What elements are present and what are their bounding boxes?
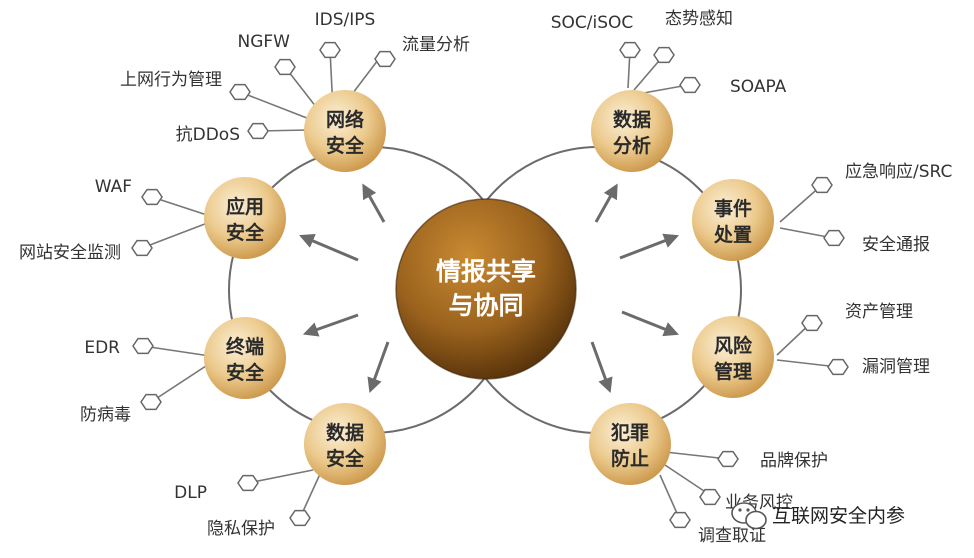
hexagon-icon bbox=[289, 509, 311, 527]
node-data-security-line2: 安全 bbox=[326, 447, 365, 470]
arrow-data-analysis bbox=[594, 183, 618, 223]
node-risk-management: 风险 管理 bbox=[692, 316, 774, 398]
node-crime-prevention: 犯罪 防止 bbox=[589, 403, 671, 485]
node-endpoint-security-line2: 安全 bbox=[226, 361, 265, 384]
hexagon-icon bbox=[237, 474, 259, 492]
label-forensics: 调查取证 bbox=[698, 526, 766, 546]
arrow-network bbox=[362, 183, 386, 223]
node-risk-management-line2: 管理 bbox=[714, 360, 752, 383]
hexagon-icon bbox=[801, 314, 823, 332]
arrow-app bbox=[299, 234, 359, 262]
label-asset-mgmt: 资产管理 bbox=[845, 302, 913, 322]
label-waf: WAF bbox=[95, 177, 132, 197]
label-soapa: SOAPA bbox=[730, 77, 787, 97]
label-traffic-analysis: 流量分析 bbox=[402, 35, 470, 55]
node-endpoint-security-line1: 终端 bbox=[226, 335, 264, 358]
label-ids-ips: IDS/IPS bbox=[315, 10, 376, 30]
node-data-security: 数据 安全 bbox=[304, 403, 386, 485]
label-dlp: DLP bbox=[174, 483, 207, 503]
hexagon-icon bbox=[811, 176, 833, 194]
hexagon-icon bbox=[823, 229, 845, 247]
arrow-crime bbox=[590, 341, 613, 394]
label-situation: 态势感知 bbox=[665, 9, 733, 29]
hexagon-icon bbox=[653, 46, 675, 64]
node-endpoint-security: 终端 安全 bbox=[204, 317, 286, 399]
center-title-line1: 情报共享 bbox=[436, 257, 536, 286]
hexagon-icons bbox=[131, 41, 849, 529]
label-anti-ddos: 抗DDoS bbox=[176, 125, 240, 145]
node-network-security-line1: 网络 bbox=[326, 108, 364, 131]
hexagon-icon bbox=[619, 41, 641, 59]
label-vuln-mgmt: 漏洞管理 bbox=[862, 357, 930, 377]
node-app-security: 应用 安全 bbox=[204, 177, 286, 259]
node-crime-prevention-line2: 防止 bbox=[611, 447, 649, 470]
label-site-monitor: 网站安全监测 bbox=[19, 243, 121, 263]
label-bulletin: 安全通报 bbox=[862, 235, 930, 255]
node-data-analysis: 数据 分析 bbox=[591, 90, 673, 172]
hexagon-icon bbox=[140, 393, 162, 411]
hexagon-icon bbox=[141, 188, 163, 206]
center-title-line2: 与协同 bbox=[448, 291, 523, 320]
label-emergency: 应急响应/SRC bbox=[845, 162, 952, 182]
hexagon-icon bbox=[247, 122, 269, 140]
hexagon-icon bbox=[229, 83, 251, 101]
hexagon-icon bbox=[319, 41, 341, 59]
hexagon-icon bbox=[131, 239, 153, 257]
node-risk-management-line1: 风险 bbox=[714, 334, 753, 357]
label-privacy: 隐私保护 bbox=[207, 519, 275, 539]
watermark-text: 互联网安全内参 bbox=[772, 505, 905, 527]
node-crime-prevention-line1: 犯罪 bbox=[610, 421, 649, 444]
node-data-analysis-line1: 数据 bbox=[613, 108, 651, 131]
hexagon-icon bbox=[827, 358, 849, 376]
label-behavior-mgmt: 上网行为管理 bbox=[120, 70, 222, 90]
node-network-security: 网络 安全 bbox=[304, 90, 386, 172]
watermark: 互联网安全内参 bbox=[731, 502, 905, 530]
center-node: 情报共享 与协同 bbox=[395, 198, 577, 380]
center-arrows bbox=[299, 183, 680, 394]
node-network-security-line2: 安全 bbox=[326, 134, 365, 157]
label-brand-protect: 品牌保护 bbox=[760, 451, 828, 471]
node-event-handling-line1: 事件 bbox=[714, 197, 752, 220]
label-ngfw: NGFW bbox=[238, 32, 291, 52]
label-antivirus: 防病毒 bbox=[80, 405, 131, 425]
node-event-handling: 事件 处置 bbox=[692, 179, 774, 261]
hexagon-icon bbox=[699, 488, 721, 506]
node-app-security-line2: 安全 bbox=[226, 221, 265, 244]
arrow-endpoint bbox=[302, 313, 359, 337]
hexagon-icon bbox=[274, 58, 296, 76]
node-data-analysis-line2: 分析 bbox=[613, 134, 651, 157]
node-app-security-line1: 应用 bbox=[226, 195, 264, 218]
label-soc: SOC/iSOC bbox=[551, 13, 634, 33]
hexagon-icon bbox=[132, 337, 154, 355]
node-data-security-line1: 数据 bbox=[326, 421, 364, 444]
hexagon-icon bbox=[717, 450, 739, 468]
hexagon-icon bbox=[669, 511, 691, 529]
wechat-icon bbox=[731, 502, 767, 530]
arrow-data-security bbox=[367, 341, 390, 394]
arrow-event bbox=[619, 233, 680, 260]
node-event-handling-line2: 处置 bbox=[713, 223, 752, 246]
label-edr: EDR bbox=[84, 338, 120, 358]
arrow-risk bbox=[621, 310, 679, 337]
hexagon-icon bbox=[374, 50, 396, 68]
hexagon-icon bbox=[679, 76, 701, 94]
